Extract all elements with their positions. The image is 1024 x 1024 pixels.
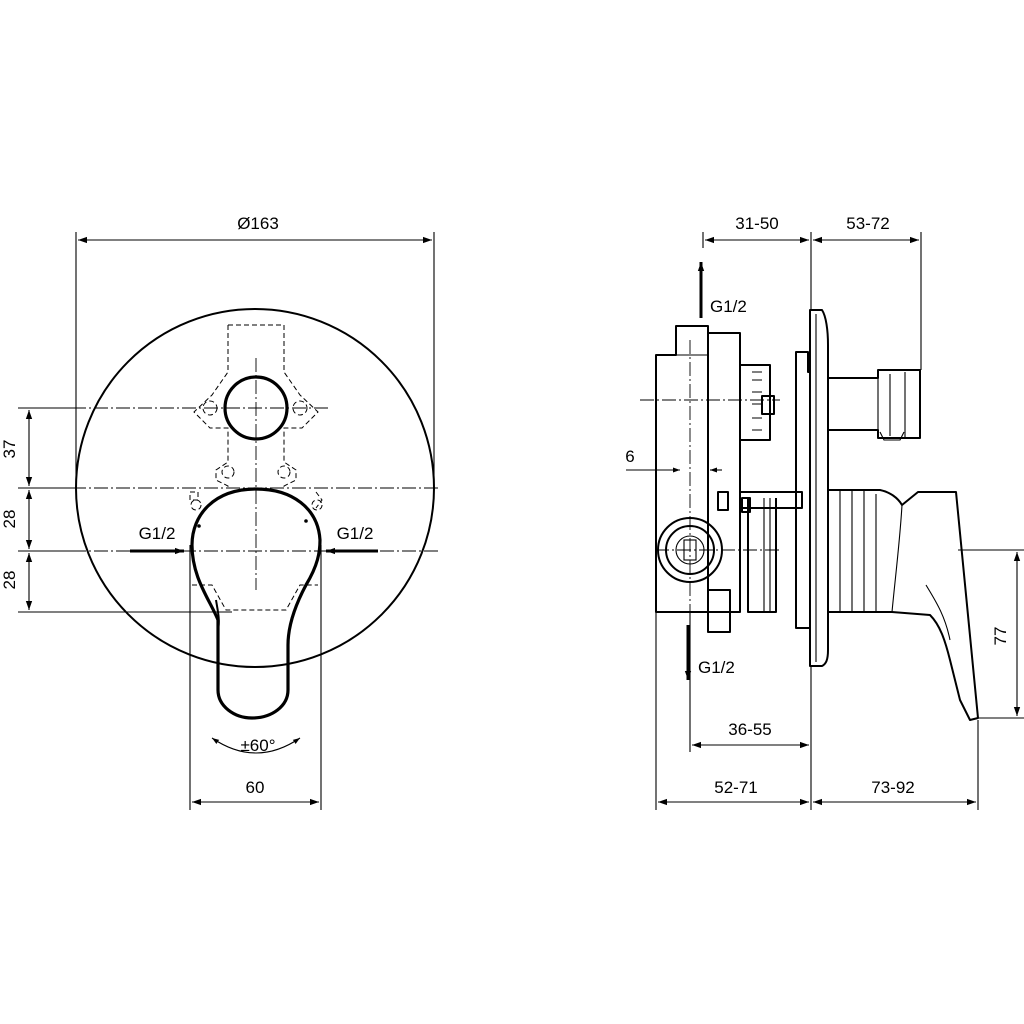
- side-view: G1/2 G1/2 31-50 53-72 6 36-55 52-71 73-9…: [625, 214, 1024, 810]
- height-28-lower-label: 28: [0, 571, 19, 590]
- depth-53-72-label: 53-72: [846, 214, 889, 233]
- offset-6-label: 6: [625, 447, 634, 466]
- depth-31-50-label: 31-50: [735, 214, 778, 233]
- rosette-plate: [795, 351, 811, 629]
- cover-plate-side: [809, 309, 829, 667]
- width-60-label: 60: [246, 778, 265, 797]
- outlet-top-label: G1/2: [710, 297, 747, 316]
- height-77-label: 77: [991, 627, 1010, 646]
- rotation-label: ±60°: [240, 736, 275, 755]
- outlet-bottom-label: G1/2: [698, 658, 735, 677]
- diameter-dim-label: Ø163: [237, 214, 279, 233]
- hidden-mounting-body: [189, 324, 323, 611]
- lever-handle-side: [827, 489, 979, 721]
- inlet-right-label: G1/2: [337, 524, 374, 543]
- depth-52-71-label: 52-71: [714, 778, 757, 797]
- depth-73-92-label: 73-92: [871, 778, 914, 797]
- height-28-upper-label: 28: [0, 510, 19, 529]
- front-view: Ø163 37 28 28 G1/2 G1/2 ±60° 60: [0, 214, 440, 810]
- concealed-body: [655, 325, 741, 613]
- lever-handle: [190, 487, 322, 720]
- diverter-knob-side: [827, 369, 921, 439]
- height-37-label: 37: [0, 440, 19, 459]
- depth-36-55-label: 36-55: [728, 720, 771, 739]
- inlet-left-label: G1/2: [139, 524, 176, 543]
